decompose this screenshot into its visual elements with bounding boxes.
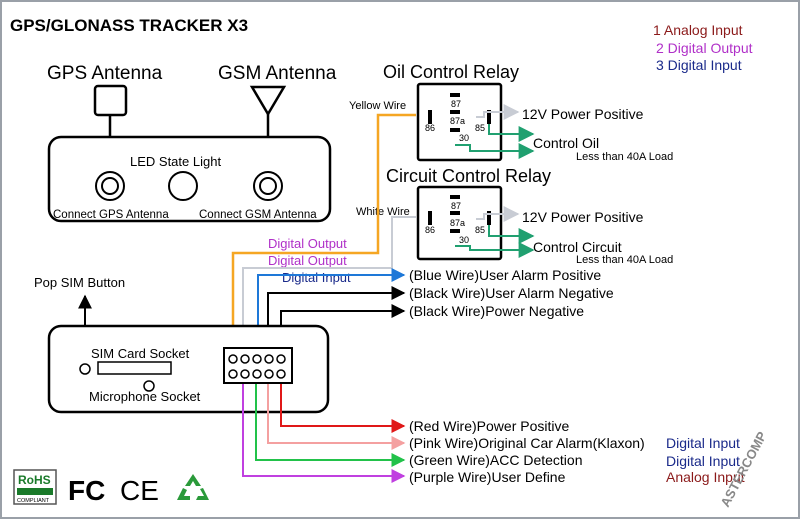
pink-wire <box>267 380 406 450</box>
sim-card-slot <box>97 361 172 375</box>
oil-pin-87a: 87a <box>450 116 465 126</box>
circuit-pin-85: 85 <box>475 225 485 235</box>
oil-pin-87: 87 <box>451 99 461 109</box>
connect-gps-label: Connect GPS Antenna <box>53 209 169 221</box>
oil-relay-box <box>416 82 503 162</box>
pop-sim-label: Pop SIM Button <box>34 275 125 290</box>
led-state-label: LED State Light <box>130 154 221 169</box>
circuit-pin-86: 86 <box>425 225 435 235</box>
diagram-title: GPS/GLONASS TRACKER X3 <box>10 16 248 35</box>
oil-control-wire-2 <box>455 143 535 159</box>
legend-digital-input: 3 Digital Input <box>656 57 742 73</box>
digital-output-label-2: Digital Output <box>268 253 347 268</box>
svg-text:RoHS: RoHS <box>18 473 51 487</box>
circuit-power-label: 12V Power Positive <box>522 209 644 225</box>
rohs-logo: RoHS COMPLIANT <box>13 469 57 505</box>
oil-relay-title: Oil Control Relay <box>383 62 519 82</box>
oil-power-label: 12V Power Positive <box>522 106 644 122</box>
sim-socket-label: SIM Card Socket <box>91 346 190 361</box>
oil-pin-85: 85 <box>475 123 485 133</box>
circuit-relay-title: Circuit Control Relay <box>386 166 551 186</box>
red-wire <box>280 380 406 433</box>
circuit-pin-87: 87 <box>451 201 461 211</box>
gsm-connector-icon <box>253 171 283 201</box>
white-wire-label: White Wire <box>356 206 410 218</box>
led-icon <box>168 171 198 201</box>
wire-type-green: Digital Input <box>666 453 740 469</box>
fc-logo: FC <box>68 475 105 506</box>
circuit-control-wire-2 <box>455 242 535 258</box>
oil-pin-30: 30 <box>459 133 469 143</box>
ce-logo: CE <box>120 475 159 506</box>
pop-sim-button <box>79 363 91 375</box>
recycle-icon <box>177 474 209 500</box>
legend-digital-output: 2 Digital Output <box>656 40 753 56</box>
wire-connector-12pin <box>223 347 293 384</box>
yellow-wire <box>231 113 416 357</box>
purple-wire <box>242 380 406 483</box>
oil-load-label: Less than 40A Load <box>576 151 673 163</box>
wire-label-blue: (Blue Wire)User Alarm Positive <box>409 267 601 283</box>
wire-label-red: (Red Wire)Power Positive <box>409 418 569 434</box>
yellow-wire-label: Yellow Wire <box>349 100 406 112</box>
microphone-socket-icon <box>143 380 155 392</box>
oil-pin-86: 86 <box>425 123 435 133</box>
circuit-relay-box <box>416 185 503 261</box>
circuit-pin-87a: 87a <box>450 218 465 228</box>
wire-type-purple: Analog Input <box>666 469 745 485</box>
oil-control-wire-1 <box>488 124 535 142</box>
circuit-control-wire-1 <box>488 225 535 244</box>
control-oil-label: Control Oil <box>533 135 599 151</box>
oil-power-wire <box>476 104 520 120</box>
svg-text:COMPLIANT: COMPLIANT <box>17 498 50 504</box>
wire-label-black-alarm: (Black Wire)User Alarm Negative <box>409 285 614 301</box>
wire-label-pink: (Pink Wire)Original Car Alarm(Klaxon) <box>409 435 645 451</box>
gps-antenna-label: GPS Antenna <box>47 63 163 84</box>
wire-label-purple: (Purple Wire)User Define <box>409 469 566 485</box>
connect-gsm-label: Connect GSM Antenna <box>199 209 317 221</box>
gsm-antenna-label: GSM Antenna <box>218 63 337 84</box>
digital-input-label: Digital Input <box>282 270 351 285</box>
green-wire <box>255 380 406 467</box>
circuit-load-label: Less than 40A Load <box>576 254 673 266</box>
wire-label-green: (Green Wire)ACC Detection <box>409 452 583 468</box>
circuit-pin-30: 30 <box>459 235 469 245</box>
wire-type-pink: Digital Input <box>666 435 740 451</box>
circuit-power-wire <box>476 206 520 222</box>
control-circuit-label: Control Circuit <box>533 239 622 255</box>
legend-analog-input: 1 Analog Input <box>653 22 743 38</box>
digital-output-label-1: Digital Output <box>268 236 347 251</box>
gps-connector-icon <box>95 171 125 201</box>
microphone-socket-label: Microphone Socket <box>89 389 201 404</box>
wire-label-black-power: (Black Wire)Power Negative <box>409 303 584 319</box>
